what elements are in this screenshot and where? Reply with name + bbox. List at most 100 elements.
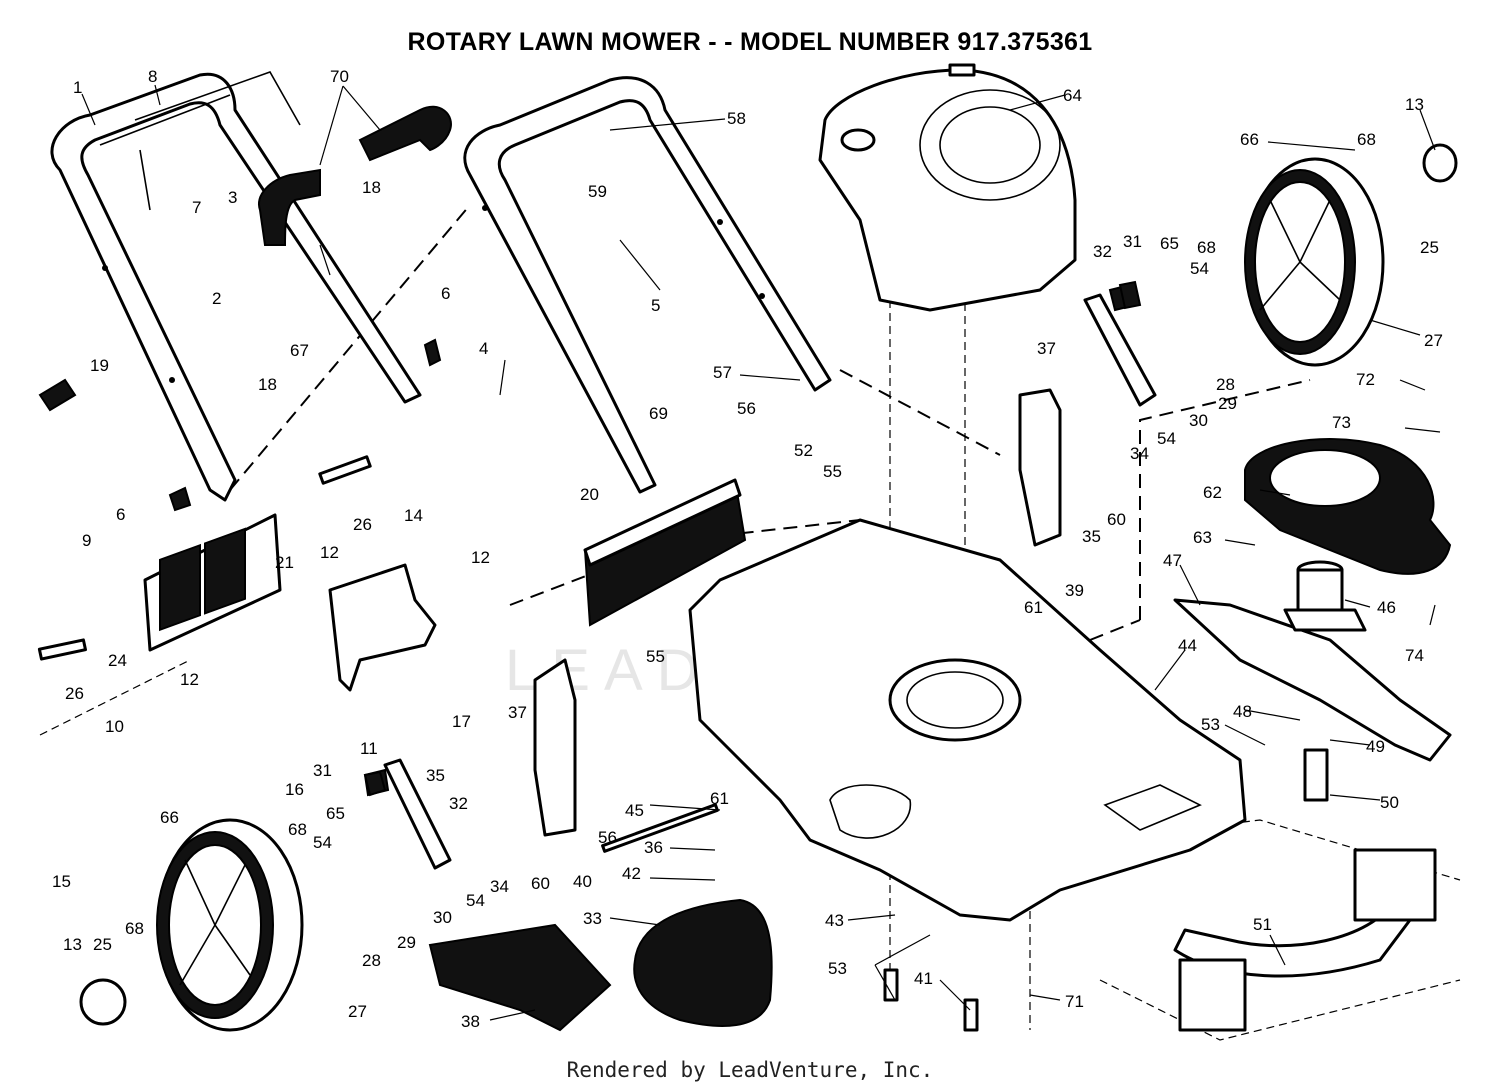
callout-12: 12 [180, 670, 199, 689]
callout-55: 55 [823, 462, 842, 481]
callout-12: 12 [471, 548, 490, 567]
diagram-title: ROTARY LAWN MOWER - - MODEL NUMBER 917.3… [407, 28, 1093, 56]
callout-45: 45 [625, 801, 644, 820]
callout-73: 73 [1332, 413, 1351, 432]
callout-27: 27 [348, 1002, 367, 1021]
callout-8: 8 [148, 67, 157, 86]
callout-69: 69 [649, 404, 668, 423]
baffle [1244, 438, 1452, 575]
callout-2: 2 [212, 289, 221, 308]
callout-50: 50 [1380, 793, 1399, 812]
callout-68: 68 [288, 820, 307, 839]
callout-26: 26 [65, 684, 84, 703]
callout-29: 29 [1218, 394, 1237, 413]
callout-64: 64 [1063, 86, 1082, 105]
blade-adapter [1283, 560, 1367, 632]
callout-34: 34 [1130, 444, 1149, 463]
callout-54: 54 [466, 891, 485, 910]
callout-18: 18 [362, 178, 381, 197]
callout-13: 13 [1405, 95, 1424, 114]
callout-25: 25 [93, 935, 112, 954]
rear-wheel-top [1244, 157, 1385, 367]
callout-3: 3 [228, 188, 237, 207]
callout-13: 13 [63, 935, 82, 954]
callout-20: 20 [580, 485, 599, 504]
callout-54: 54 [1157, 429, 1176, 448]
callout-60: 60 [1107, 510, 1126, 529]
callout-10: 10 [105, 717, 124, 736]
callout-66: 66 [160, 808, 179, 827]
callout-61: 61 [1024, 598, 1043, 617]
callout-11: 11 [360, 739, 378, 758]
callout-57: 57 [713, 363, 732, 382]
callout-38: 38 [461, 1012, 480, 1031]
adjuster-lever-right [1083, 283, 1157, 407]
callout-53: 53 [1201, 715, 1220, 734]
callout-26: 26 [353, 515, 372, 534]
callout-25: 25 [1420, 238, 1439, 257]
callout-42: 42 [622, 864, 641, 883]
callout-30: 30 [433, 908, 452, 927]
callout-65: 65 [326, 804, 345, 823]
callout-28: 28 [362, 951, 381, 970]
callout-66: 66 [1240, 130, 1259, 149]
callout-21: 21 [275, 553, 294, 572]
callout-15: 15 [52, 872, 71, 891]
blade [1173, 598, 1452, 762]
callout-74: 74 [1405, 646, 1424, 665]
height-adjuster-right [1018, 388, 1062, 547]
callout-41: 41 [914, 969, 933, 988]
callout-18: 18 [258, 375, 277, 394]
lower-handle [463, 76, 832, 494]
callout-30: 30 [1189, 411, 1208, 430]
callout-35: 35 [1082, 527, 1101, 546]
callout-37: 37 [508, 703, 527, 722]
callout-19: 19 [90, 356, 109, 375]
callout-55: 55 [646, 647, 665, 666]
callout-9: 9 [82, 531, 91, 550]
callout-16: 16 [285, 780, 304, 799]
callout-48: 48 [1233, 702, 1252, 721]
callout-4: 4 [479, 339, 488, 358]
callout-49: 49 [1366, 737, 1385, 756]
callout-17: 17 [452, 712, 471, 731]
callout-39: 39 [1065, 581, 1084, 600]
callout-68: 68 [1357, 130, 1376, 149]
callout-61: 61 [710, 789, 729, 808]
callout-1: 1 [73, 78, 82, 97]
callout-46: 46 [1377, 598, 1396, 617]
callout-12: 12 [320, 543, 339, 562]
leader-lines [81, 84, 1441, 1021]
callout-68: 68 [1197, 238, 1216, 257]
callout-28: 28 [1216, 375, 1235, 394]
engine [818, 63, 1077, 312]
callout-43: 43 [825, 911, 844, 930]
callout-56: 56 [598, 828, 617, 847]
callout-31: 31 [1123, 232, 1142, 251]
callout-36: 36 [644, 838, 663, 857]
rear-skirt [1173, 848, 1437, 1032]
callout-34: 34 [490, 877, 509, 896]
callout-47: 47 [1163, 551, 1182, 570]
rear-flap-frame [143, 513, 282, 652]
callout-67: 67 [290, 341, 309, 360]
callout-63: 63 [1193, 528, 1212, 547]
callout-33: 33 [583, 909, 602, 928]
callout-27: 27 [1424, 331, 1443, 350]
callout-24: 24 [108, 651, 127, 670]
callout-52: 52 [794, 441, 813, 460]
callout-31: 31 [313, 761, 332, 780]
hose-fitting [258, 105, 452, 246]
callout-29: 29 [397, 933, 416, 952]
callout-6: 6 [116, 505, 125, 524]
callout-68: 68 [125, 919, 144, 938]
chute-deflector [633, 898, 773, 1027]
callout-60: 60 [531, 874, 550, 893]
callout-35: 35 [426, 766, 445, 785]
upper-handle [50, 71, 422, 502]
callout-54: 54 [1190, 259, 1209, 278]
callout-71: 71 [1065, 992, 1084, 1011]
callout-14: 14 [404, 506, 423, 525]
